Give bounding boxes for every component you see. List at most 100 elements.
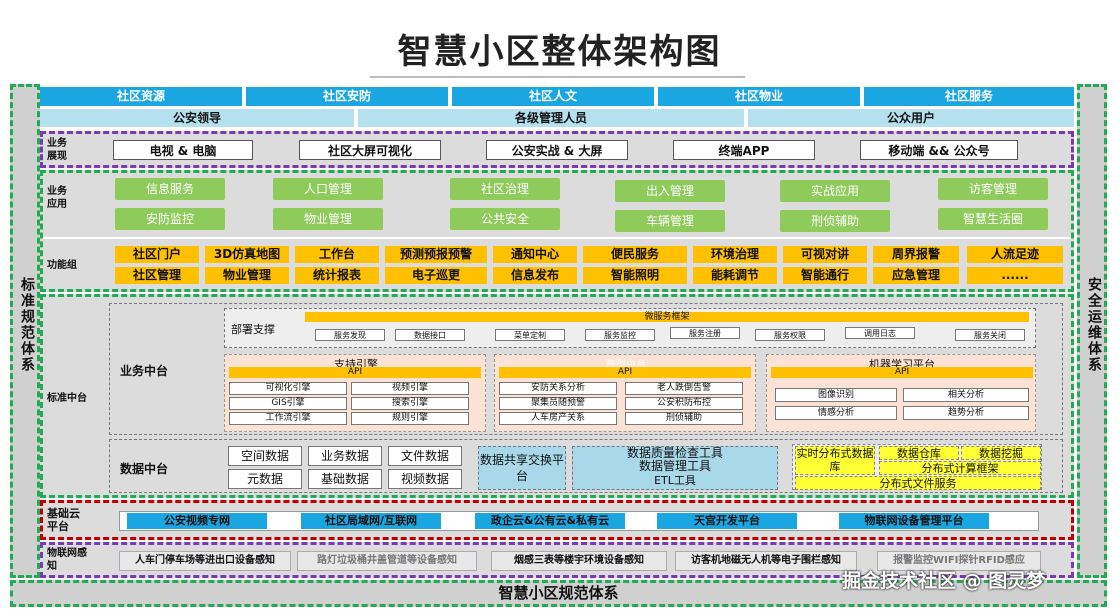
tab-culture[interactable]: 社区人文 <box>452 87 654 106</box>
cloud-police-net: 公安视频专网 <box>127 513 267 529</box>
ml-panel: 机器学习平台 API 图像识别 相关分析 情感分析 趋势分析 <box>766 354 1036 432</box>
app-visitor[interactable]: 访客管理 <box>938 178 1048 200</box>
cloud-gov: 政企云&公有云&私有云 <box>475 513 625 529</box>
app-population[interactable]: 人口管理 <box>273 178 383 200</box>
func-environment[interactable]: 环境治理 <box>693 246 777 263</box>
app-monitor[interactable]: 安防监控 <box>115 208 225 230</box>
func-community-mgmt[interactable]: 社区管理 <box>115 267 199 284</box>
ml-correlation: 相关分析 <box>903 388 1029 402</box>
engine-rules: 规则引擎 <box>351 412 469 425</box>
svc-monitor: 服务监控 <box>585 329 655 341</box>
svc-menu: 菜单定制 <box>495 329 565 341</box>
app-investigation[interactable]: 刑侦辅助 <box>780 210 890 232</box>
display-community-screen: 社区大屏可视化 <box>299 140 441 160</box>
engine-api: API <box>229 367 481 378</box>
tab-security[interactable]: 社区安防 <box>246 87 448 106</box>
iot-streetlight: 路灯垃圾桶井盖管道等设备感知 <box>297 551 477 571</box>
data-base: 基础数据 <box>308 469 382 489</box>
func-passage[interactable]: 智能通行 <box>783 267 867 284</box>
display-tv-pc: 电视 & 电脑 <box>113 140 253 160</box>
etl-tool: ETL工具 <box>654 474 696 487</box>
left-standard-bar: 标准规范体系 <box>10 84 40 578</box>
deploy-label: 部署支撑 <box>231 323 275 336</box>
data-mining: 数据挖掘 <box>961 446 1041 460</box>
microservice-bar: 微服务框架 <box>305 312 1029 322</box>
user-police-leader: 公安领导 <box>40 109 354 127</box>
title-underline <box>370 76 745 78</box>
model-police-control: 公安积防布控 <box>625 397 743 410</box>
display-mobile: 移动端 && 公众号 <box>860 140 1018 160</box>
cloud-tiangong: 天宫开发平台 <box>657 513 797 529</box>
data-label: 数据中台 <box>120 462 169 476</box>
func-intercom[interactable]: 可视对讲 <box>783 246 867 263</box>
iot-region: 物联网感知 人车门停车场等进出口设备感知 路灯垃圾桶井盖管道等设备感知 烟感三表… <box>40 542 1074 578</box>
func-notification[interactable]: 通知中心 <box>493 246 577 263</box>
page-title: 智慧小区整体架构图 <box>397 32 722 72</box>
func-publish[interactable]: 信息发布 <box>493 267 577 284</box>
biz-platform: 业务中台 部署支撑 微服务框架 服务发现 数据接口 菜单定制 服务监控 服务注册… <box>109 303 1063 435</box>
svc-close: 服务关闭 <box>955 329 1025 341</box>
app-vehicle[interactable]: 车辆管理 <box>615 210 725 232</box>
quality-check-tool: 数据质量检查工具 <box>626 446 723 460</box>
display-region: 业务展现 电视 & 电脑 社区大屏可视化 公安实战 & 大屏 终端APP 移动端… <box>40 131 1074 168</box>
engine-visual: 可视化引擎 <box>229 382 347 395</box>
user-managers: 各级管理人员 <box>358 109 744 127</box>
tab-resource[interactable]: 社区资源 <box>40 87 242 106</box>
func-emergency[interactable]: 应急管理 <box>873 267 959 284</box>
iot-label: 物联网感知 <box>47 548 87 572</box>
func-lighting[interactable]: 智能照明 <box>583 267 687 284</box>
engine-search: 搜索引擎 <box>351 397 469 410</box>
tab-property[interactable]: 社区物业 <box>658 87 860 106</box>
iot-visitor-fence: 访客机地磁无人机等电子围栏感知 <box>675 551 857 571</box>
iot-alarm: 报警监控WIFI探针RFID感应 <box>877 551 1041 571</box>
watermark: 掘金技术社区 @ 图灵梦 <box>842 570 1046 592</box>
func-forecast[interactable]: 预测预报预警 <box>385 246 487 263</box>
data-meta: 元数据 <box>228 469 302 489</box>
middle-platform-region: 标准中台 业务中台 部署支撑 微服务框架 服务发现 数据接口 菜单定制 服务监控… <box>40 294 1074 498</box>
func-footprint[interactable]: 人流足迹 <box>967 246 1063 263</box>
display-terminal-app: 终端APP <box>673 140 815 160</box>
ml-image: 图像识别 <box>775 388 897 402</box>
func-property-mgmt[interactable]: 物业管理 <box>205 267 289 284</box>
engine-gis: GIS引擎 <box>229 397 347 410</box>
tab-service[interactable]: 社区服务 <box>864 87 1074 106</box>
data-spatial: 空间数据 <box>228 446 302 466</box>
model-gathering: 聚集员随预警 <box>499 397 617 410</box>
app-governance[interactable]: 社区治理 <box>450 178 560 200</box>
left-side-label: 标准规范体系 <box>19 277 35 373</box>
svc-register: 服务注册 <box>670 327 740 339</box>
funcs-label: 功能组 <box>47 260 77 271</box>
model-api: API <box>499 367 751 378</box>
compute-framework: 分布式计算框架 <box>879 461 1041 475</box>
app-public-safety[interactable]: 公共安全 <box>450 208 560 230</box>
app-access[interactable]: 出入管理 <box>615 180 725 202</box>
apps-region: 业务应用 信息服务 人口管理 社区治理 出入管理 实战应用 访客管理 安防监控 … <box>40 170 1074 292</box>
app-info-service[interactable]: 信息服务 <box>115 178 225 200</box>
func-convenience[interactable]: 便民服务 <box>583 246 687 263</box>
app-smart-life[interactable]: 智慧生活圈 <box>938 208 1048 230</box>
mid-label: 标准中台 <box>47 393 87 404</box>
app-property[interactable]: 物业管理 <box>273 208 383 230</box>
func-energy[interactable]: 能耗调节 <box>693 267 777 284</box>
right-security-bar: 安全运维体系 <box>1077 84 1107 578</box>
func-more[interactable]: ...... <box>967 267 1063 284</box>
svc-auth: 服务权限 <box>755 329 825 341</box>
divider <box>43 237 1071 239</box>
func-3d-map[interactable]: 3D仿真地图 <box>205 246 289 263</box>
engine-video: 视频引擎 <box>351 382 469 395</box>
func-perimeter[interactable]: 周界报警 <box>873 246 959 263</box>
func-workbench[interactable]: 工作台 <box>295 246 379 263</box>
func-reports[interactable]: 统计报表 <box>295 267 379 284</box>
ml-trend: 趋势分析 <box>903 406 1029 420</box>
footer-bar: 智慧小区规范体系 <box>10 580 1107 607</box>
model-elder-fall: 老人跌倒告警 <box>625 382 743 395</box>
app-combat[interactable]: 实战应用 <box>780 180 890 202</box>
model-investigation: 刑侦辅助 <box>625 412 743 425</box>
func-patrol[interactable]: 电子巡更 <box>385 267 487 284</box>
ml-api: API <box>771 367 1033 378</box>
func-portal[interactable]: 社区门户 <box>115 246 199 263</box>
model-person-car-house: 人车房产关系 <box>499 412 617 425</box>
ml-sentiment: 情感分析 <box>775 406 897 420</box>
data-business: 业务数据 <box>308 446 382 466</box>
apps-label: 业务应用 <box>47 186 67 210</box>
